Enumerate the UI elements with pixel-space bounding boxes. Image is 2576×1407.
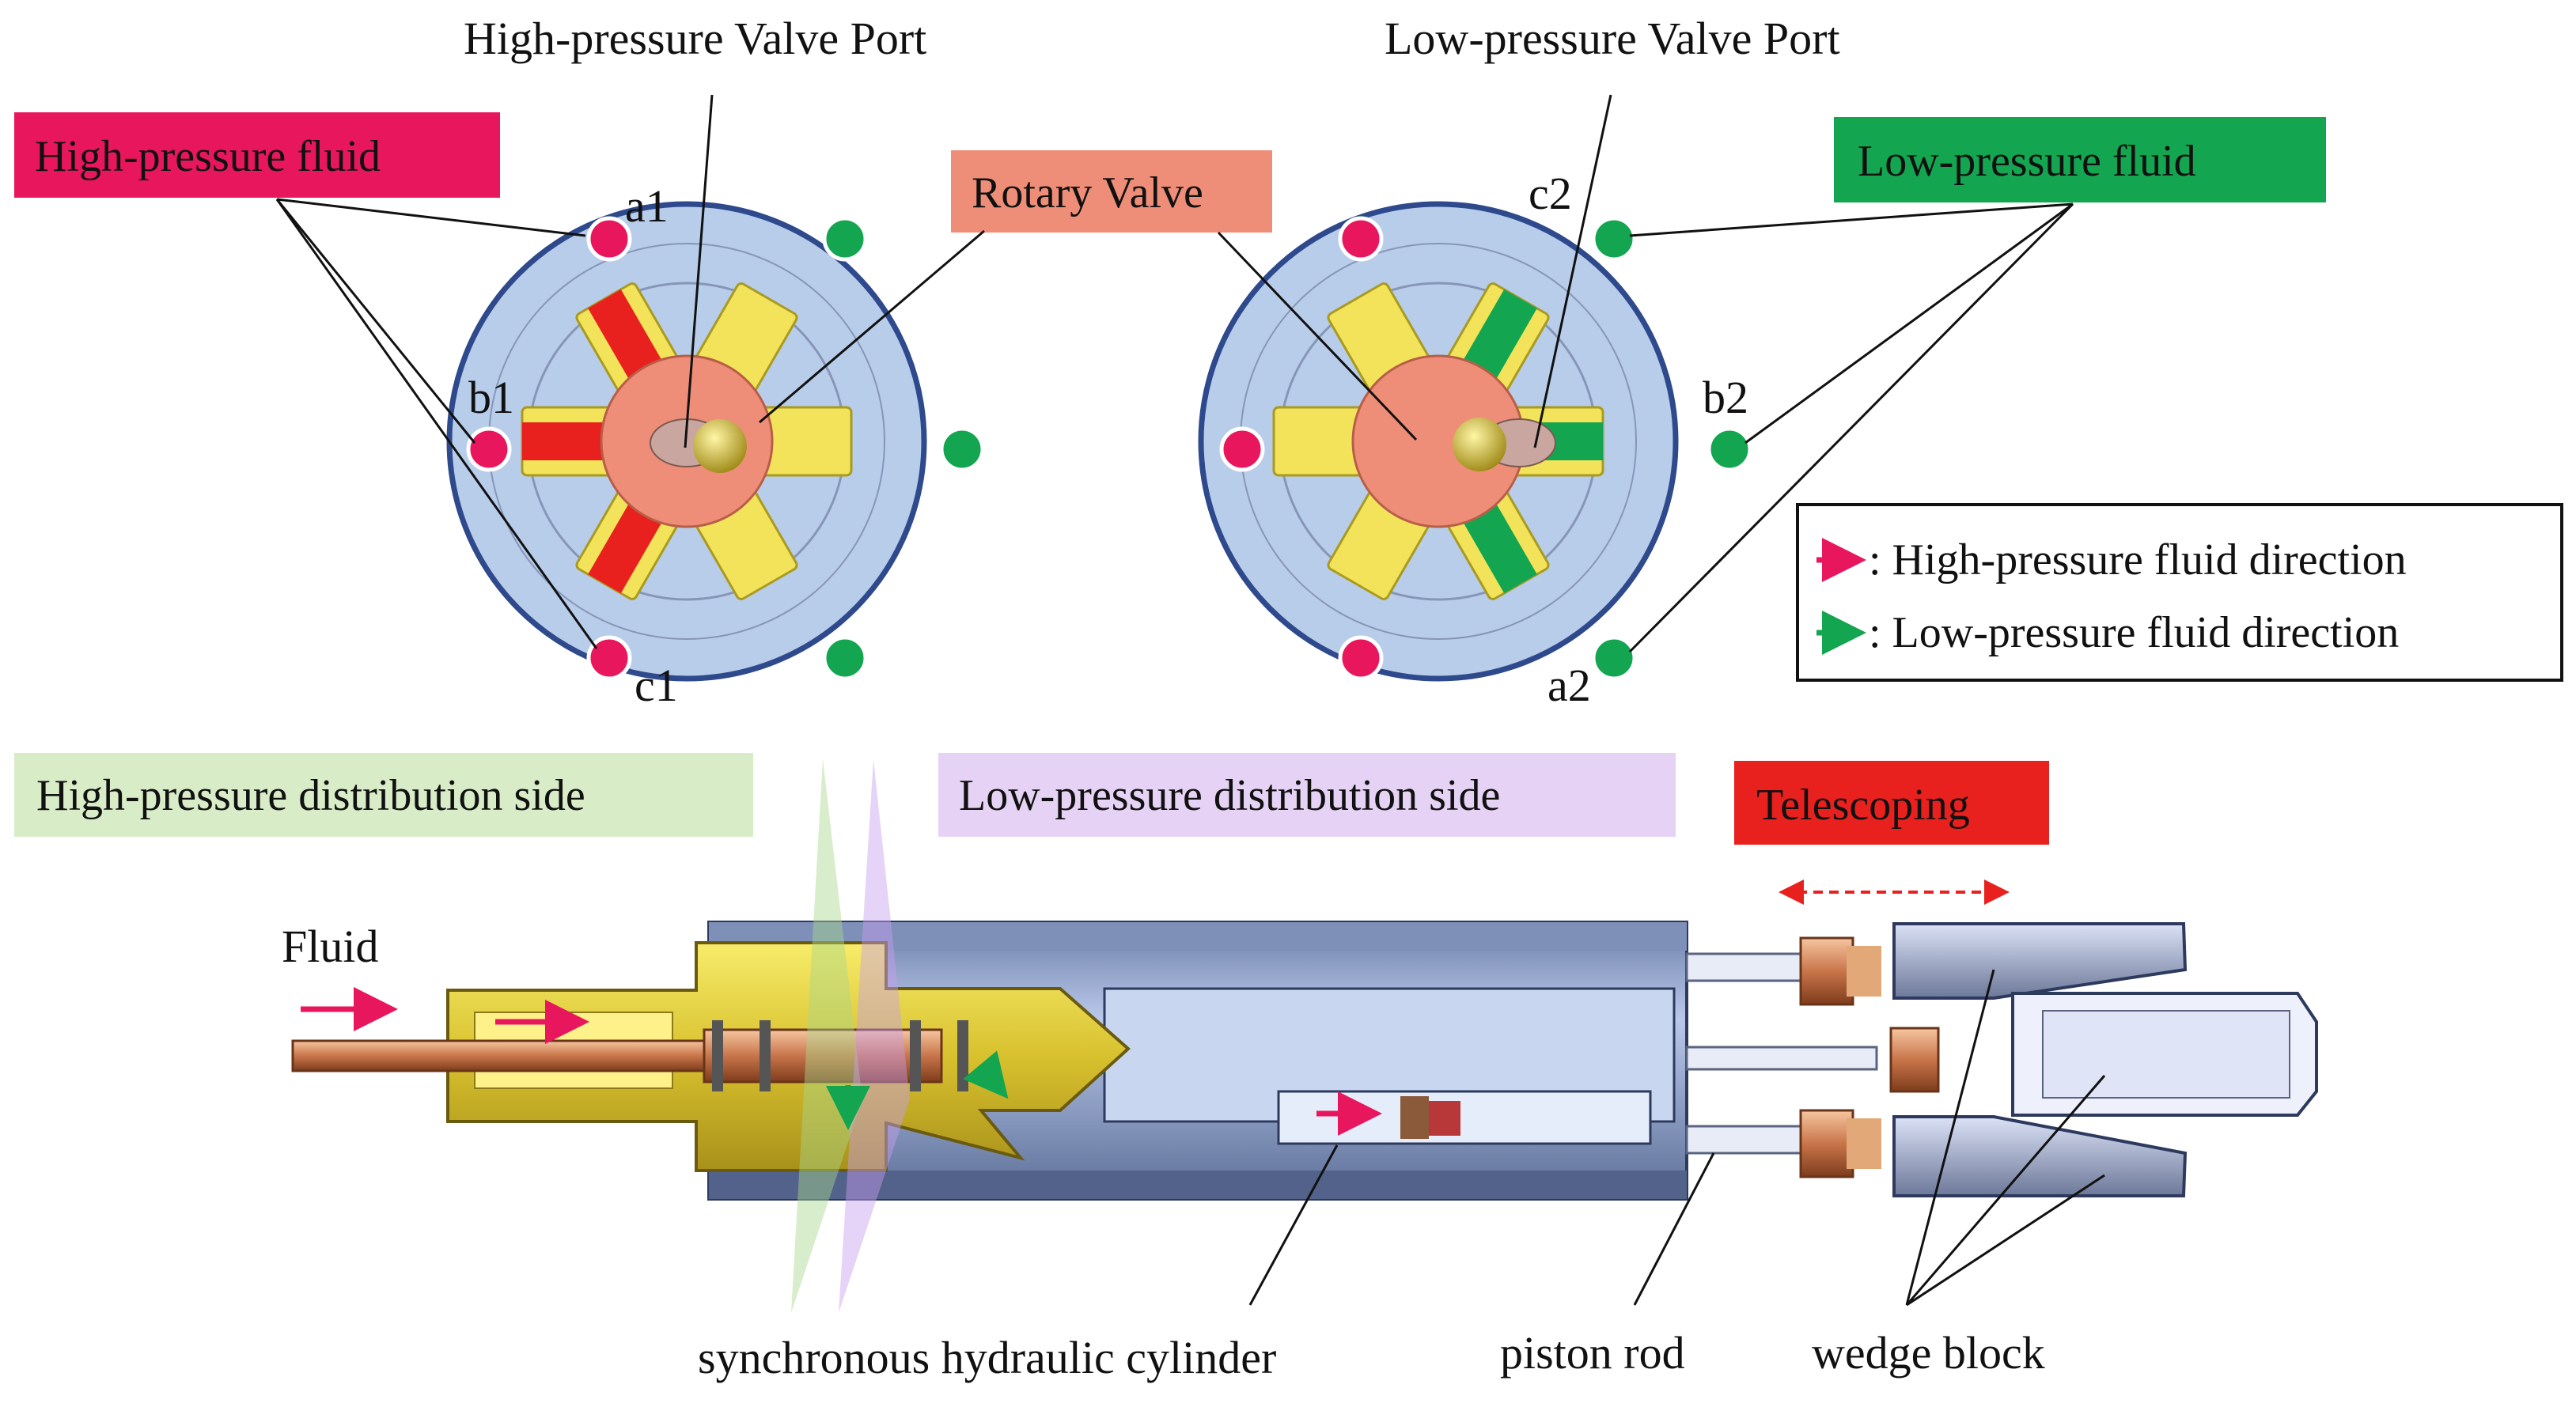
inlet-pipe — [291, 1039, 706, 1072]
port-b2-dot — [1707, 426, 1752, 472]
port-a2-dot — [1591, 635, 1637, 681]
port-c1-dot — [586, 635, 632, 681]
low-fluid-box — [1834, 117, 2326, 202]
port-b1-label: b1 — [468, 372, 514, 423]
rotary-valve-box — [951, 150, 1272, 233]
port-c1-label: c1 — [635, 660, 678, 711]
cylinder-label: synchronous hydraulic cylinder — [698, 1332, 1276, 1383]
high-valve-port-label: High-pressure Valve Port — [464, 13, 926, 64]
port-a2-label: a2 — [1547, 660, 1591, 711]
leader-lines-lower — [1248, 969, 2106, 1307]
wedge-block-label: wedge block — [1812, 1327, 2045, 1379]
port-c2-dot — [1591, 216, 1637, 262]
low-side-box — [938, 753, 1676, 837]
wedge-block-lower — [1892, 1115, 2188, 1197]
high-section-plane — [791, 759, 862, 1313]
legend: : High-pressure fluid direction : Low-pr… — [1796, 503, 2563, 682]
low-side-label: Low-pressure distribution side — [959, 771, 1500, 820]
legend-low-direction: : Low-pressure fluid direction — [1869, 608, 2399, 657]
telescoping-label: Telescoping — [1756, 781, 1970, 830]
fluid-label: Fluid — [282, 921, 379, 972]
high-pressure-valve: a1 b1 c1 — [446, 180, 985, 711]
high-side-box — [14, 753, 753, 837]
high-fluid-box — [14, 112, 500, 198]
low-section-plane — [839, 759, 910, 1313]
low-valve-port-label: Low-pressure Valve Port — [1385, 13, 1840, 64]
hydraulic-assembly — [291, 759, 2318, 1313]
port-b2-label: b2 — [1703, 372, 1748, 423]
leader-lines-upper — [275, 94, 2074, 653]
high-fluid-label: High-pressure fluid — [35, 132, 381, 181]
low-fluid-label: Low-pressure fluid — [1858, 137, 2196, 186]
port-c2-label: c2 — [1529, 168, 1572, 219]
port-a1-label: a1 — [625, 180, 669, 232]
high-center-knob — [693, 419, 747, 473]
port-a1-dot — [586, 216, 632, 262]
telescoping-box — [1734, 761, 2049, 845]
high-side-label: High-pressure distribution side — [36, 771, 585, 820]
low-center-knob — [1453, 418, 1506, 471]
rotary-valve-label: Rotary Valve — [972, 168, 1203, 217]
legend-high-direction: : High-pressure fluid direction — [1869, 535, 2407, 584]
port-b1-dot — [466, 426, 512, 472]
wedge-block-upper — [1892, 922, 2188, 1000]
low-pressure-valve: c2 b2 a2 — [1198, 168, 1752, 711]
piston-rod-label: piston rod — [1500, 1327, 1685, 1379]
